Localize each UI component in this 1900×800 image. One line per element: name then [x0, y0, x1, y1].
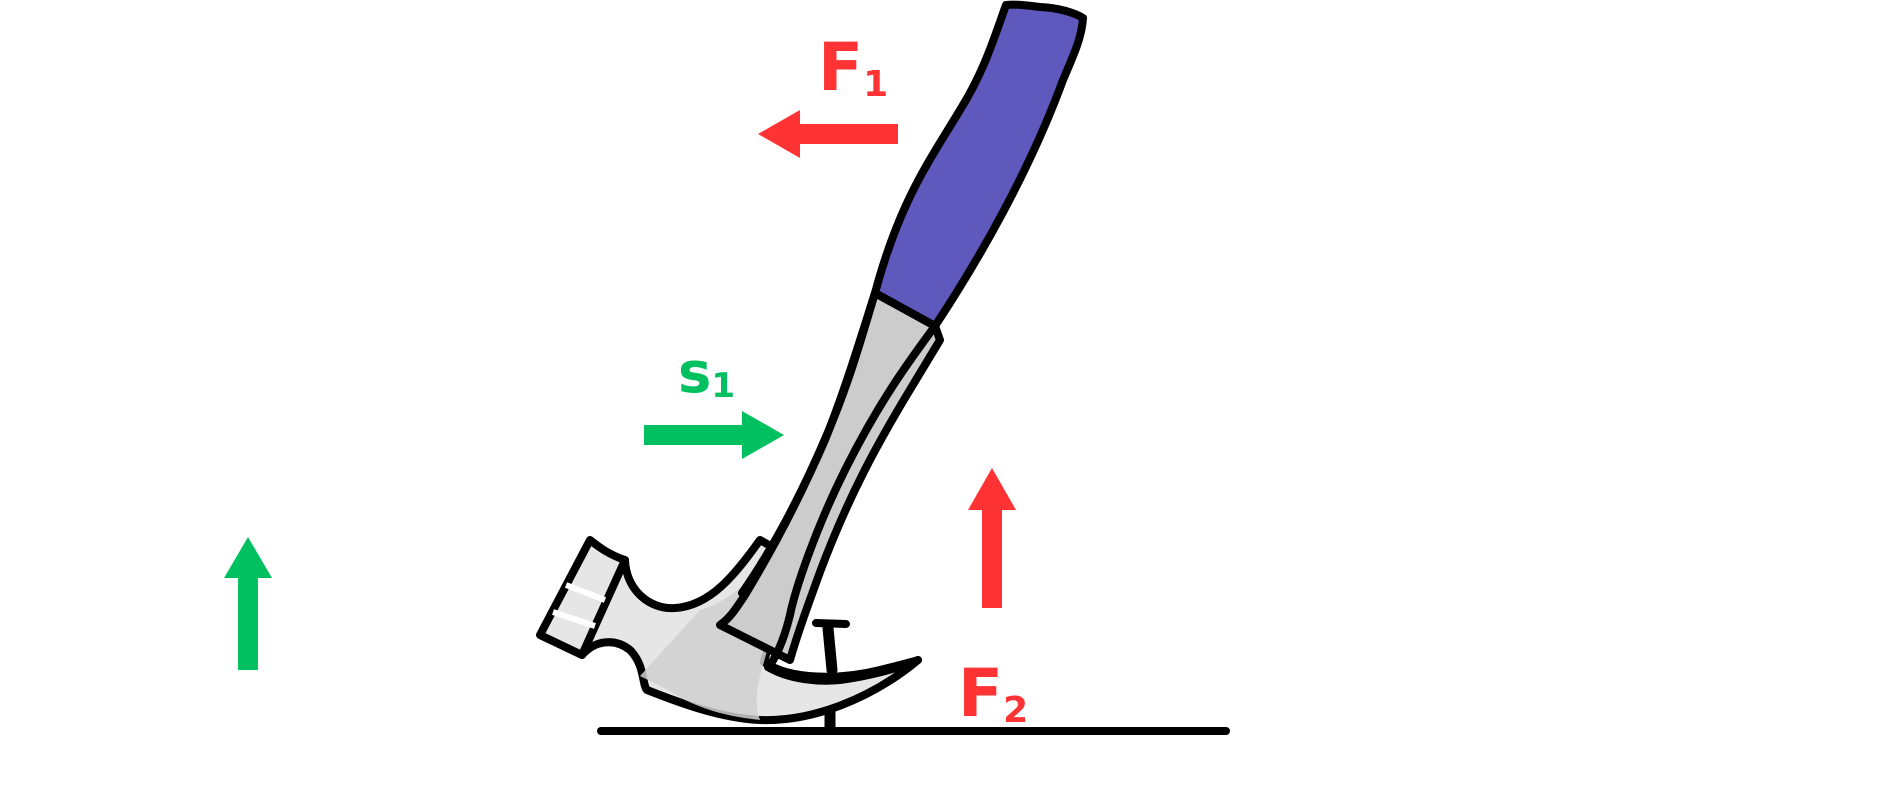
- upward-green-arrow-icon: [224, 537, 272, 670]
- label-s1: s1: [678, 341, 735, 406]
- force-f2-arrow-icon: [968, 468, 1016, 608]
- label-f2: F2: [958, 655, 1028, 732]
- label-f1: F1: [818, 29, 888, 106]
- hammer-handle-grip: [871, 0, 1087, 330]
- force-f1-arrow-icon: [758, 110, 898, 158]
- hammer-handle-body: [716, 289, 944, 664]
- distance-s1-arrow-icon: [644, 411, 784, 459]
